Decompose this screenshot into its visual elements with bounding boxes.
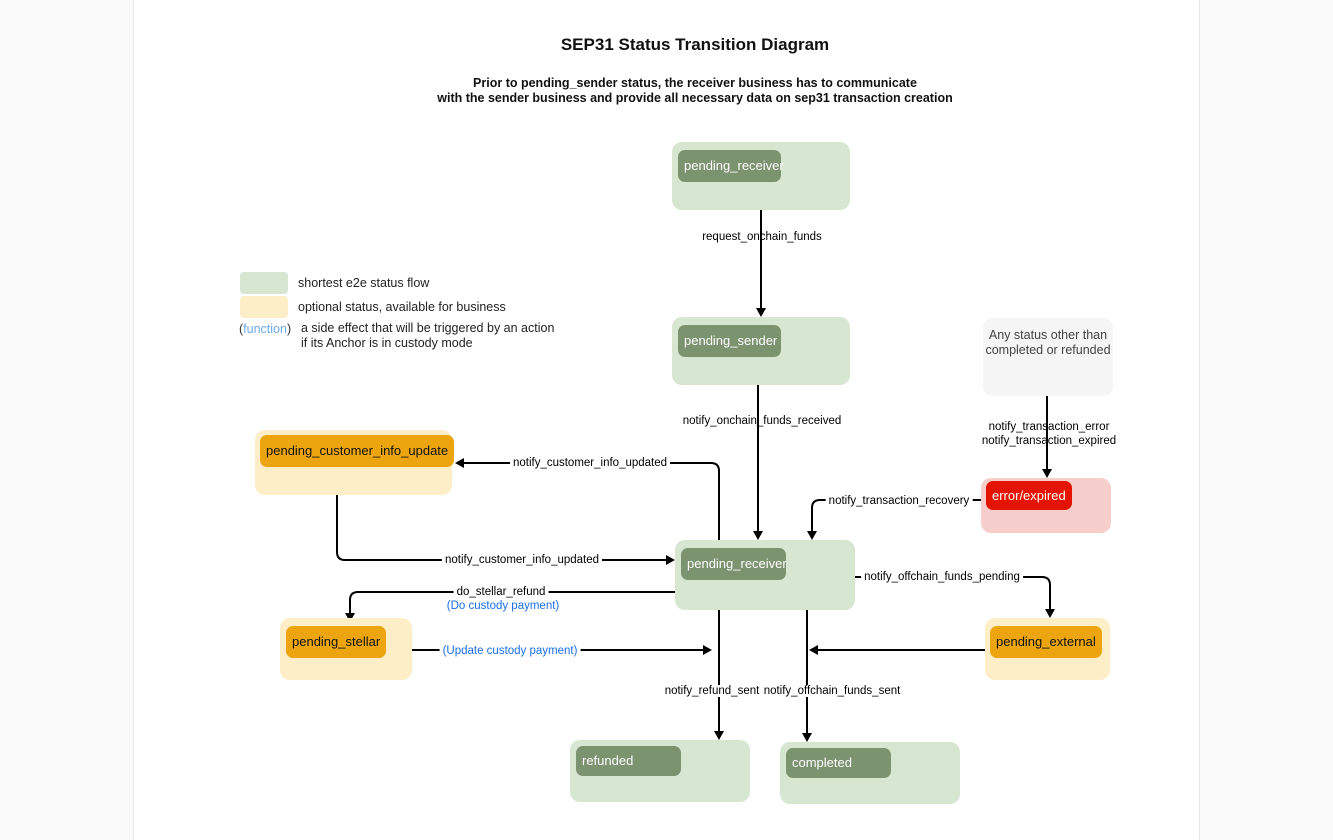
legend-function-token: (function)	[239, 322, 291, 336]
edge-label-notify-customer-info-updated-upper: notify_customer_info_updated	[509, 457, 671, 469]
edge-notify-transaction-recovery	[811, 499, 981, 531]
arrowhead-notify-customer-info-updated-lower	[666, 555, 675, 565]
status-badge-pending-receiver-mid: pending_receiver	[681, 548, 787, 580]
status-badge-pending-stellar: pending_stellar	[286, 626, 387, 658]
edge-label-update-custody-payment: (Update custody payment)	[439, 645, 581, 657]
arrowhead-notify-refund-sent	[714, 731, 724, 740]
arrowhead-pending-external-to-completed	[809, 645, 818, 655]
status-badge-refunded: refunded	[576, 746, 681, 776]
edge-label-notify-onchain-funds-received: notify_onchain_funds_received	[682, 415, 842, 427]
status-badge-pending-external: pending_external	[990, 626, 1102, 658]
legend-green-label: shortest e2e status flow	[298, 276, 430, 290]
edge-label-notify-transaction-error-expired: notify_transaction_error notify_transact…	[979, 420, 1119, 448]
canvas-right-margin	[1199, 0, 1333, 840]
arrowhead-notify-onchain-funds-received	[753, 531, 763, 540]
edge-label-notify-transaction-recovery: notify_transaction_recovery	[825, 495, 973, 507]
node-pending-receiver-mid: pending_receiver	[675, 540, 855, 610]
arrowhead-notify-transaction-error	[1042, 469, 1052, 478]
arrowhead-notify-offchain-funds-pending	[1045, 609, 1055, 618]
edge-label-do-custody-payment: (Do custody payment)	[446, 600, 560, 612]
function-word: function	[243, 322, 287, 336]
note-line-1: Any status other than	[988, 328, 1108, 342]
arrowhead-do-stellar-refund	[345, 613, 355, 622]
edge-label-do-stellar-refund: do_stellar_refund	[453, 586, 549, 598]
legend-green-swatch	[240, 272, 288, 294]
node-any-status-note: Any status other than completed or refun…	[983, 318, 1113, 396]
edge-notify-offchain-funds-pending	[855, 576, 1051, 609]
edge-do-stellar-refund	[349, 591, 677, 613]
legend-yellow-label: optional status, available for business	[298, 300, 506, 314]
edge-label-notify-transaction-error: notify_transaction_error	[988, 421, 1110, 433]
subtitle-line-1: Prior to pending_sender status, the rece…	[473, 76, 917, 90]
edge-label-notify-customer-info-updated-lower: notify_customer_info_updated	[441, 554, 603, 566]
edge-notify-customer-info-updated-upper	[464, 462, 720, 540]
node-error-expired: error/expired	[981, 478, 1111, 533]
status-badge-pending-receiver-top: pending_receiver	[678, 150, 784, 182]
arrowhead-notify-offchain-funds-sent	[802, 733, 812, 742]
diagram-subtitle: Prior to pending_sender status, the rece…	[230, 76, 1160, 106]
edge-notify-customer-info-updated-lower	[336, 495, 666, 561]
node-refunded: refunded	[570, 740, 750, 802]
arrowhead-notify-customer-info-updated-upper	[455, 458, 464, 468]
legend-function-description: a side effect that will be triggered by …	[301, 321, 554, 351]
edge-label-notify-offchain-funds-pending: notify_offchain_funds_pending	[861, 571, 1023, 583]
edge-label-request-onchain-funds: request_onchain_funds	[702, 231, 822, 243]
canvas-left-margin	[0, 0, 134, 840]
status-badge-error-expired: error/expired	[986, 481, 1072, 510]
arrowhead-notify-transaction-recovery	[807, 531, 817, 540]
any-status-note-text: Any status other than completed or refun…	[983, 328, 1113, 358]
status-badge-pending-sender: pending_sender	[678, 325, 781, 357]
diagram-title: SEP31 Status Transition Diagram	[560, 35, 830, 54]
node-pending-receiver-top: pending_receiver	[672, 142, 850, 210]
node-pending-stellar: pending_stellar	[280, 618, 412, 680]
edge-label-notify-transaction-expired: notify_transaction_expired	[981, 435, 1117, 447]
function-desc-line-1: a side effect that will be triggered by …	[301, 321, 555, 335]
node-completed: completed	[780, 742, 960, 804]
node-pending-sender: pending_sender	[672, 317, 850, 385]
arrowhead-update-custody-payment	[703, 645, 712, 655]
edge-label-notify-refund-sent: notify_refund_sent	[661, 685, 763, 697]
status-badge-completed: completed	[786, 748, 891, 778]
legend-yellow-swatch	[240, 296, 288, 318]
node-pending-customer-info-update: pending_customer_info_update	[255, 430, 455, 495]
subtitle-line-2: with the sender business and provide all…	[437, 91, 953, 105]
arrowhead-request-onchain-funds	[756, 308, 766, 317]
status-badge-pending-customer-info-update: pending_customer_info_update	[260, 435, 455, 467]
node-pending-external: pending_external	[985, 618, 1110, 680]
function-desc-line-2: if its Anchor is in custody mode	[301, 336, 473, 350]
edge-label-notify-offchain-funds-sent: notify_offchain_funds_sent	[760, 685, 904, 697]
note-line-2: completed or refunded	[985, 343, 1111, 357]
paren-open: (	[239, 322, 244, 336]
paren-close: )	[286, 322, 292, 336]
